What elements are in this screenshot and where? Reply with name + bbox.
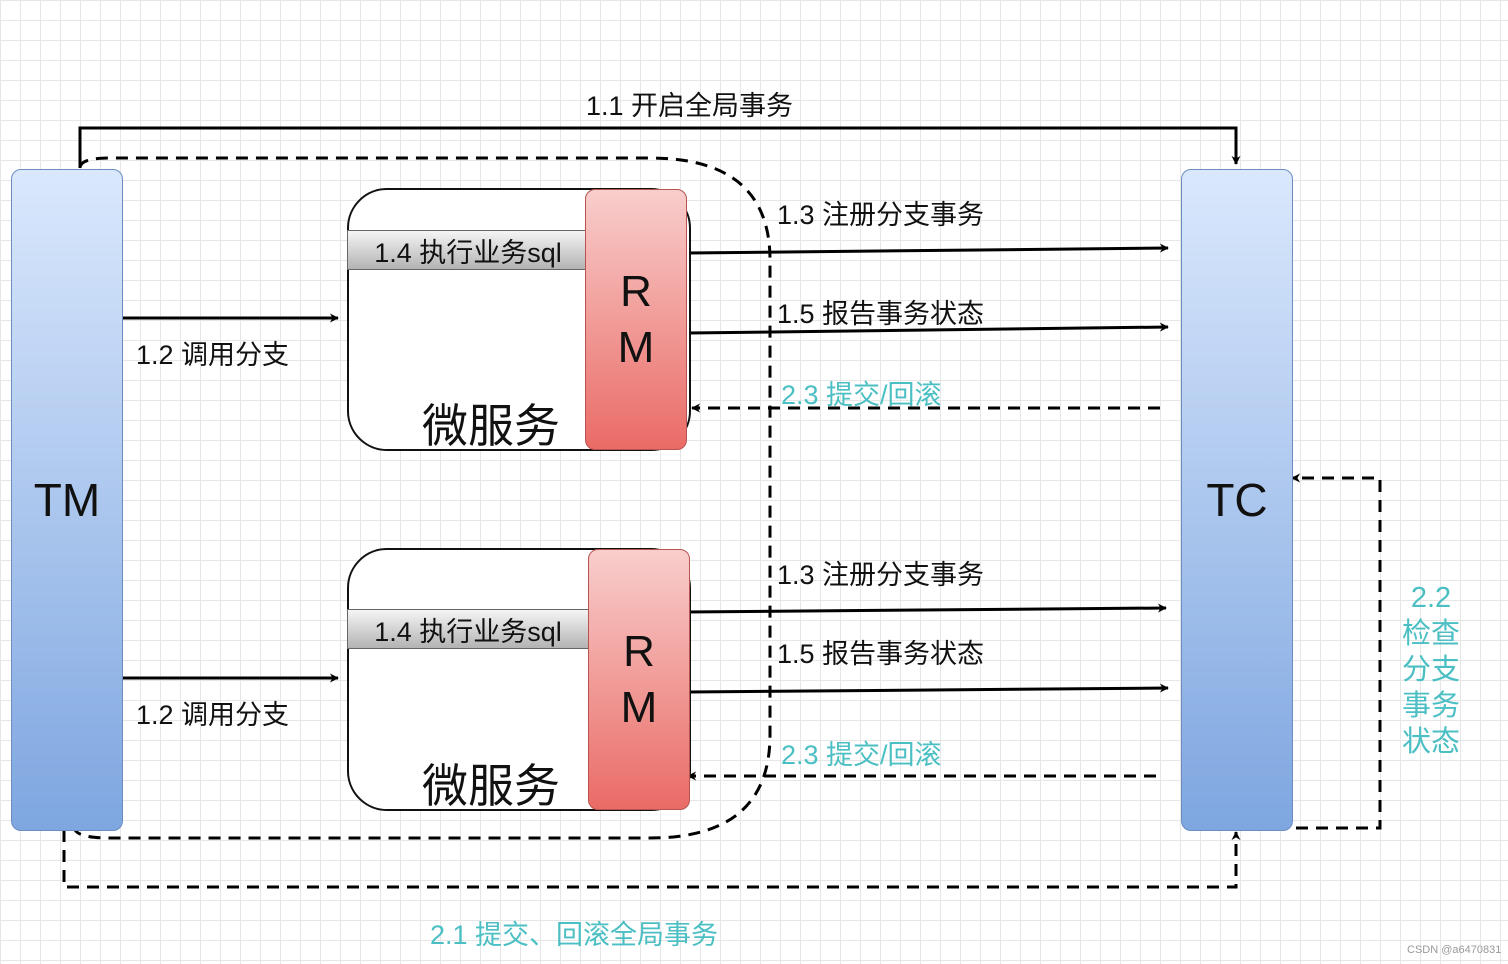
- sql-step-bottom-label: 1.4 执行业务sql: [374, 616, 562, 647]
- commit-rollback-label-bottom: 2.3 提交/回滚: [781, 740, 942, 770]
- rm-bottom-line2: M: [620, 682, 658, 732]
- tc-node: TC: [1181, 169, 1293, 831]
- check-branch-line-4: 事务: [1401, 690, 1460, 722]
- begin-global-label: 1.1 开启全局事务: [586, 91, 794, 121]
- tc-label: TC: [1206, 474, 1268, 526]
- call-branch-label-bottom: 1.2 调用分支: [136, 700, 290, 730]
- rm-node-top: R M: [585, 189, 687, 450]
- watermark: CSDN @a6470831: [1407, 944, 1502, 956]
- report-arrow-bottom: [688, 683, 1169, 694]
- register-label-top: 1.3 注册分支事务: [777, 200, 985, 230]
- global-commit-rollback-arrow: [62, 830, 1241, 889]
- rm-top-line1: R: [620, 266, 652, 316]
- sql-step-top-label: 1.4 执行业务sql: [374, 237, 562, 268]
- check-branch-arrow: [1236, 473, 1382, 830]
- sql-step-top: 1.4 执行业务sql: [347, 230, 589, 270]
- global-commit-rollback-label: 2.1 提交、回滚全局事务: [430, 920, 719, 950]
- check-branch-label: 2.2 检查 分支 事务 状态: [1396, 580, 1466, 760]
- global-transaction-boundary: [73, 156, 772, 840]
- report-label-top: 1.5 报告事务状态: [777, 299, 985, 329]
- rm-node-bottom: R M: [588, 549, 690, 810]
- check-branch-line-5: 状态: [1401, 726, 1460, 758]
- rm-top-line2: M: [617, 322, 655, 372]
- commit-rollback-label-top: 2.3 提交/回滚: [781, 380, 942, 410]
- register-arrow-top: [688, 243, 1169, 255]
- check-branch-line-2: 检查: [1401, 618, 1460, 650]
- microservice-bottom-title: 微服务: [422, 760, 560, 812]
- tm-label: TM: [33, 474, 101, 526]
- check-branch-line-1: 2.2: [1410, 582, 1452, 614]
- report-arrow-top: [688, 322, 1169, 335]
- microservice-top-title: 微服务: [422, 400, 560, 452]
- register-label-bottom: 1.3 注册分支事务: [777, 560, 985, 590]
- report-label-bottom: 1.5 报告事务状态: [777, 639, 985, 669]
- tm-node: TM: [11, 169, 123, 831]
- call-branch-label-top: 1.2 调用分支: [136, 340, 290, 370]
- begin-global-arrow: [78, 126, 1241, 168]
- sql-step-bottom: 1.4 执行业务sql: [347, 609, 589, 649]
- check-branch-line-3: 分支: [1401, 654, 1460, 686]
- rm-bottom-line1: R: [623, 626, 655, 676]
- register-arrow-bottom: [685, 603, 1167, 614]
